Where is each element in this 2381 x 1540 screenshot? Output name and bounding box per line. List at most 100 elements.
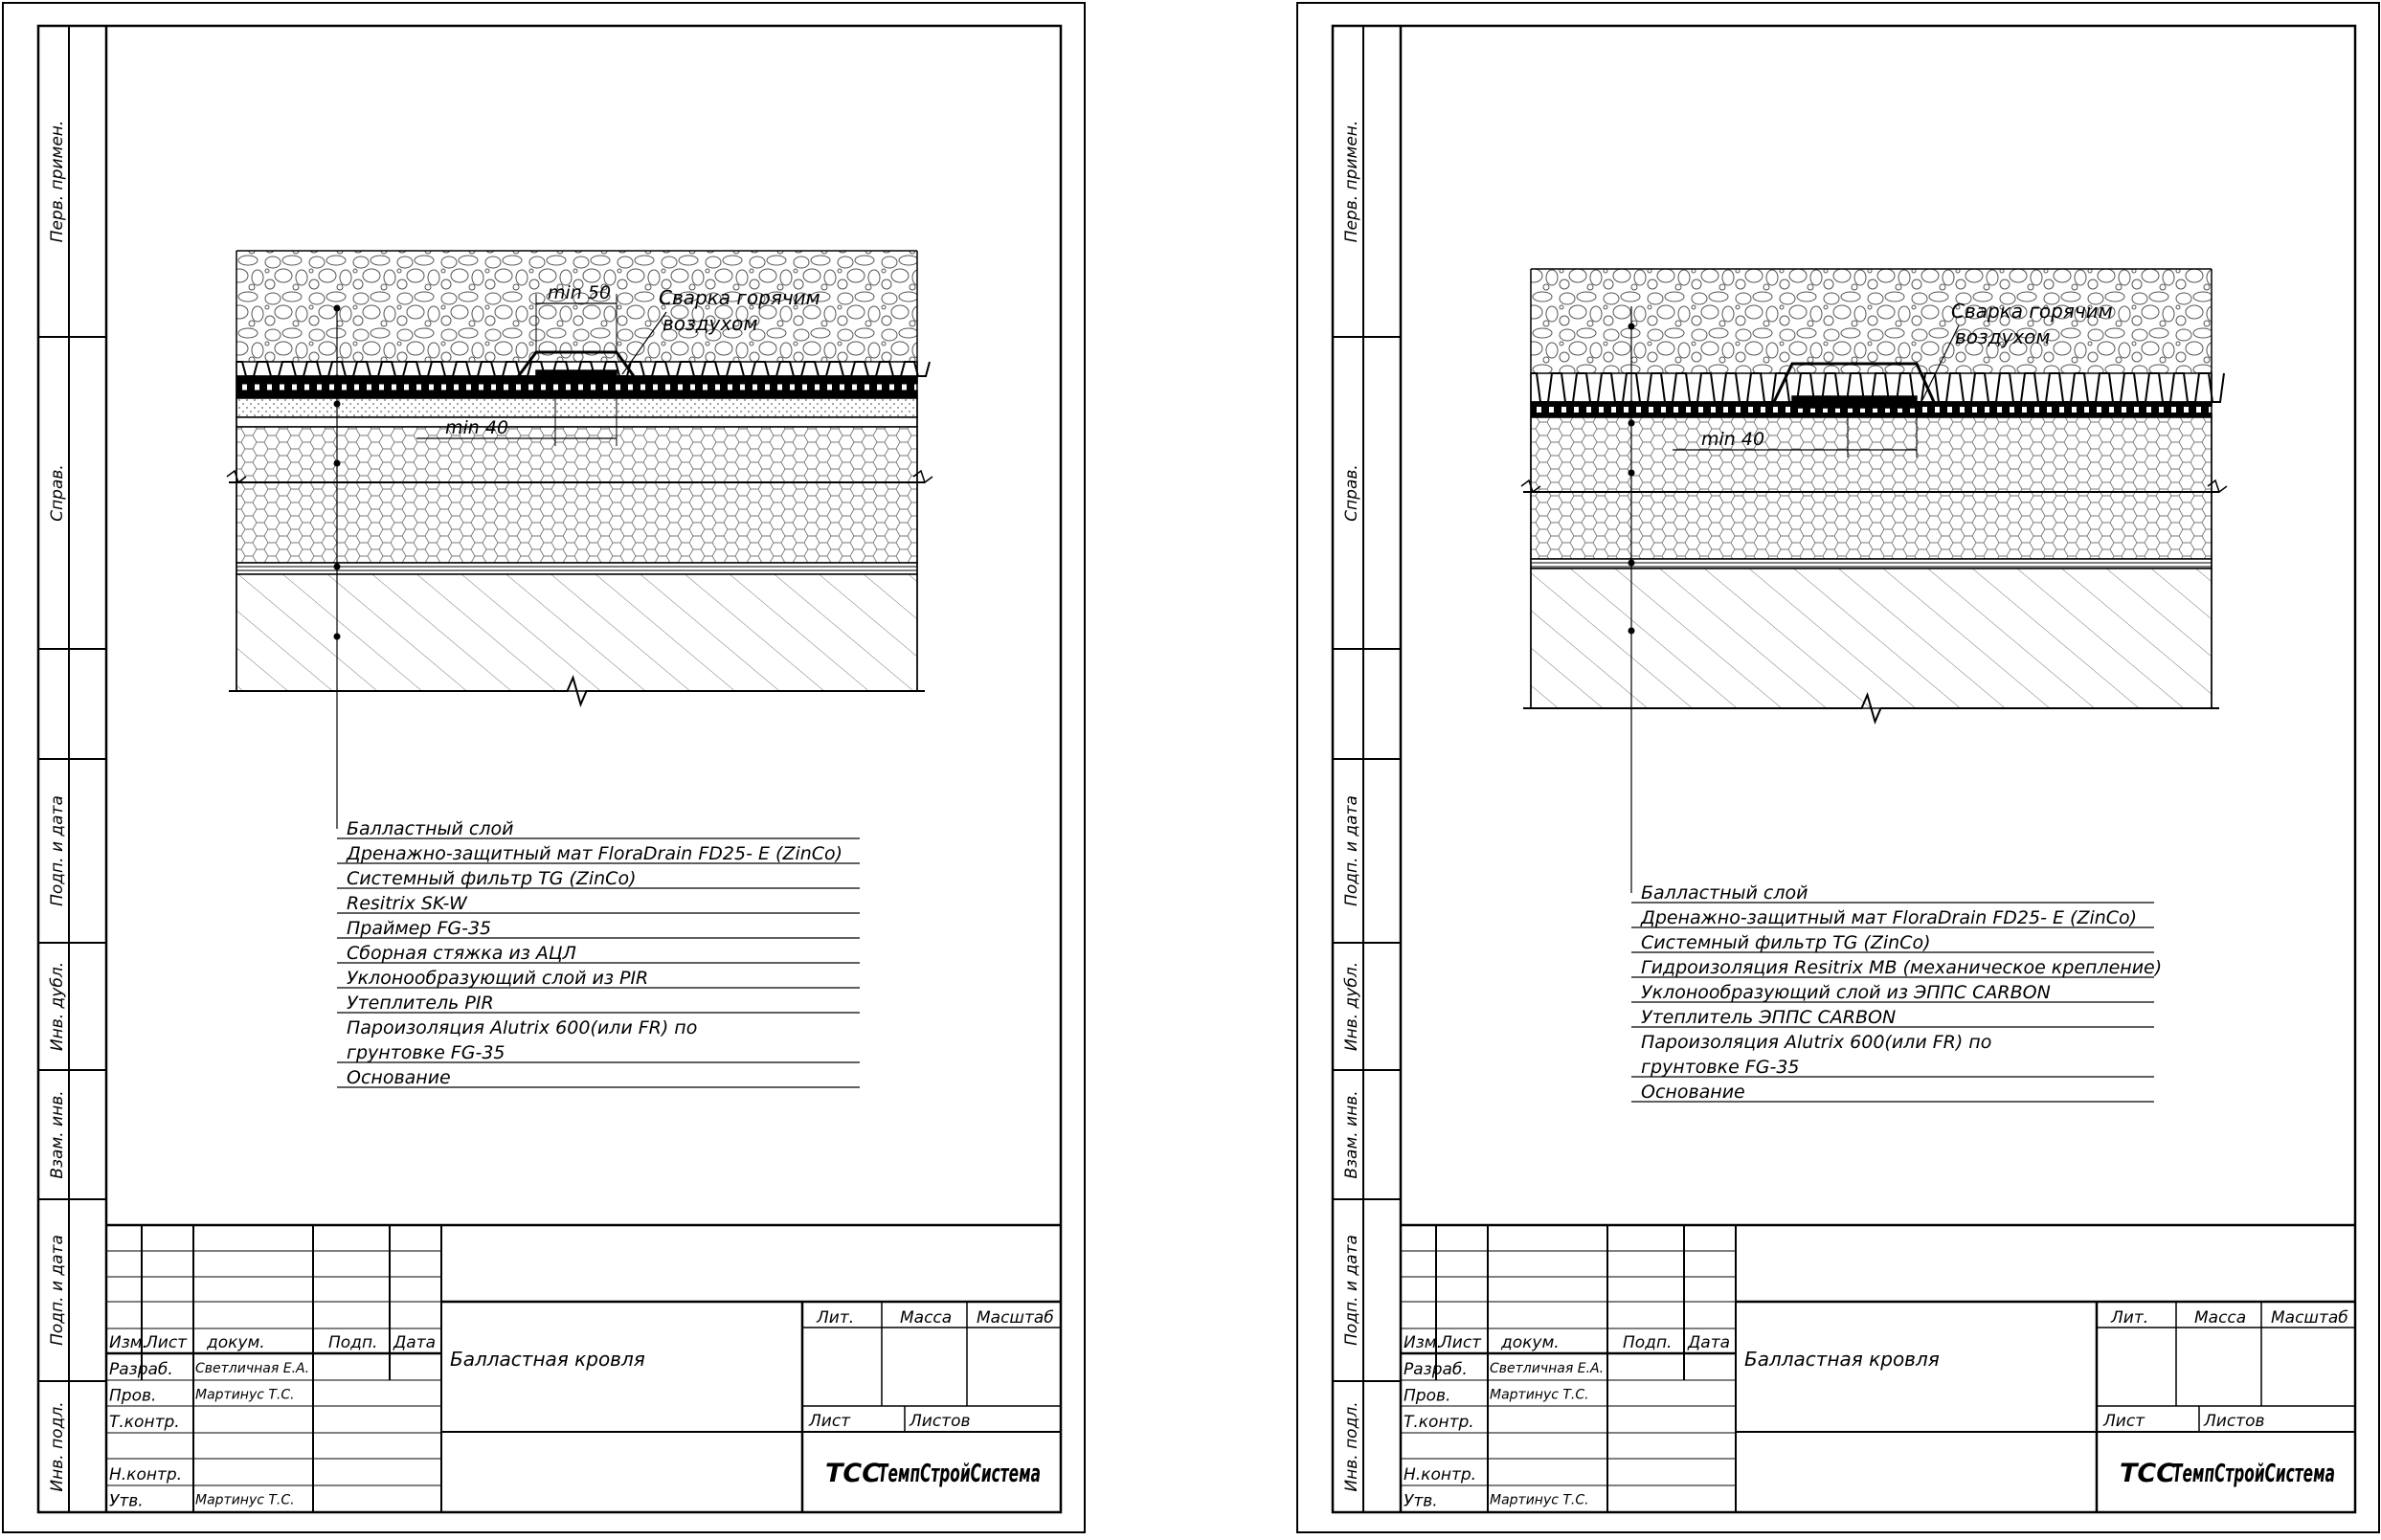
legend-item-text: Resitrix SK-W (347, 893, 468, 914)
membrane-dot (2022, 407, 2027, 413)
membrane-dot (2034, 407, 2039, 413)
title-block-header: Лист (1439, 1333, 1482, 1352)
membrane-dot (578, 384, 583, 391)
membrane-dot (2134, 407, 2139, 413)
seam-flap (1771, 362, 1936, 405)
title-block-role: Утв. (1404, 1492, 1438, 1511)
legend-item-text: Сборная стяжка из АЦЛ (347, 943, 576, 964)
legend-item-text: Балластный слой (347, 818, 514, 839)
membrane-dot (280, 384, 284, 391)
membrane-dot (2122, 407, 2126, 413)
membrane-dot (889, 384, 894, 391)
membrane-dot (2010, 407, 2014, 413)
membrane-dot (752, 384, 757, 391)
membrane-dot (840, 384, 844, 391)
title-block-masshtab: Масштаб (977, 1308, 1054, 1328)
break-mark-left (1520, 479, 1541, 494)
legend-item-text: Основание (1641, 1082, 1745, 1103)
membrane-dot (1873, 407, 1877, 413)
membrane-dot (1611, 407, 1616, 413)
membrane-dot (703, 384, 708, 391)
break-mark-bottom (1523, 692, 2219, 725)
title-block-name: Светличная Е.А. (1490, 1361, 1604, 1376)
title-block-header: Дата (1687, 1333, 1730, 1352)
membrane-dot (902, 384, 907, 391)
separation-layer (236, 416, 918, 428)
title-block-name: Мартинус Т.С. (1490, 1388, 1589, 1403)
membrane-dot (1786, 407, 1790, 413)
membrane-dot (1773, 407, 1778, 413)
membrane-dot (1537, 407, 1541, 413)
membrane-dot (690, 384, 695, 391)
title-block-name: Мартинус Т.С. (1490, 1493, 1589, 1508)
legend-item-text: Дренажно-защитный мат FloraDrain FD25- E… (346, 843, 842, 864)
membrane-dot (329, 384, 334, 391)
membrane-dot (292, 384, 297, 391)
legend-item-text: Уклонообразующий слой из ЭППС CARBON (1641, 982, 2051, 1003)
title-block-role: Разраб. (1404, 1360, 1468, 1379)
side-label: Подп. и дата (48, 1235, 67, 1346)
dimension-label: min 40 (1701, 429, 1764, 450)
membrane-dot (628, 384, 633, 391)
membrane-dot (1686, 407, 1691, 413)
membrane-dot (342, 384, 347, 391)
membrane-dot (740, 384, 745, 391)
legend-item-text: грунтовке FG-35 (347, 1042, 505, 1063)
legend-item-text: Балластный слой (1641, 882, 1808, 904)
membrane-dot (1711, 407, 1716, 413)
title-block-masshtab: Масштаб (2271, 1308, 2348, 1328)
slope-insulation-layer (1530, 416, 2213, 493)
title-block-header: Изм. (109, 1333, 147, 1352)
membrane-dot (1636, 407, 1641, 413)
title-block-header: докум. (206, 1333, 265, 1352)
welding-note: воздухом (1955, 325, 2050, 348)
membrane-dot (1599, 407, 1604, 413)
leader-dot (333, 304, 341, 312)
seam-overlap (1771, 362, 1936, 409)
side-label: Справ. (48, 464, 67, 522)
leader-dot (1628, 469, 1635, 477)
title-block-header: Лист (145, 1333, 188, 1352)
seam-flap (515, 350, 636, 379)
membrane-dot (1810, 407, 1815, 413)
side-label: Подп. и дата (48, 795, 67, 906)
membrane-dot (242, 384, 247, 391)
company-name: ТемпСтройСистема (878, 1460, 1041, 1488)
membrane-dot (1922, 407, 1927, 413)
side-label: Справ. (1342, 464, 1361, 522)
side-label: Перв. примен. (1342, 121, 1361, 243)
ballast-layer (236, 251, 917, 362)
membrane-dot (1561, 407, 1566, 413)
membrane-dot (1798, 407, 1803, 413)
membrane-dot (1960, 407, 1965, 413)
leader-dot (1628, 627, 1635, 635)
membrane-dot (678, 384, 683, 391)
welding-note: воздухом (663, 312, 757, 335)
legend-item-text: Утеплитель ЭППС CARBON (1641, 1007, 1896, 1028)
company-name: ТемпСтройСистема (2172, 1460, 2335, 1488)
sheet-inner-frame (36, 24, 1063, 1514)
membrane-dot (591, 384, 595, 391)
side-label: Взам. инв. (48, 1090, 67, 1178)
membrane-dot (1848, 407, 1853, 413)
welding-note: Сварка горячим (659, 286, 820, 309)
sheet-inner-frame (1331, 24, 2357, 1514)
membrane-dot (603, 384, 608, 391)
leader-dot (333, 459, 341, 467)
membrane-dot (441, 384, 446, 391)
membrane-dot (466, 384, 471, 391)
legend-item-text: Пароизоляция Alutrix 600(или FR) по (347, 1017, 697, 1038)
legend-item-text: Пароизоляция Alutrix 600(или FR) по (1641, 1032, 1991, 1053)
side-label: Перв. примен. (48, 121, 67, 243)
membrane-dot (317, 384, 322, 391)
membrane-dot (2109, 407, 2114, 413)
dimensions: min 40 (1673, 417, 1918, 458)
membrane-dot (479, 384, 483, 391)
membrane-dot (541, 384, 546, 391)
membrane-dot (2047, 407, 2052, 413)
membrane-dot (1935, 407, 1940, 413)
